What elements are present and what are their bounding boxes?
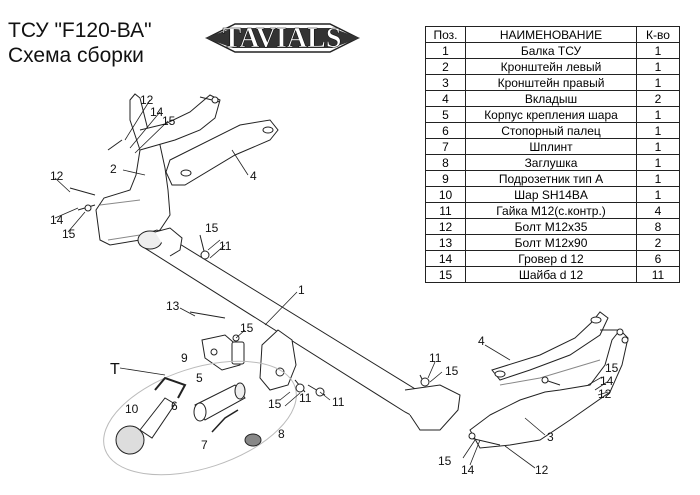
ball-housing (193, 382, 246, 422)
cell-name: Шар SH14BA (465, 186, 637, 203)
callout-10: 10 (125, 402, 139, 416)
ball-mount-bracket (259, 329, 297, 391)
callout-15-h: 15 (438, 454, 452, 468)
scheme-title: ТСУ "F120-ВА" (8, 19, 152, 42)
callout-2: 2 (110, 162, 117, 176)
callout-15-f: 15 (268, 397, 282, 411)
callout-4-right: 4 (478, 334, 485, 348)
callout-9: 9 (181, 351, 188, 365)
insert-left (165, 119, 279, 186)
callout-15-d: 15 (240, 321, 254, 335)
cell-qty: 1 (636, 170, 680, 187)
svg-text:TAVIALS: TAVIALS (223, 23, 342, 54)
callout-13: 13 (166, 299, 180, 313)
cotter-pin (211, 409, 239, 433)
callout-14-a: 14 (150, 105, 164, 119)
callout-14-c: 14 (600, 374, 614, 388)
cell-name: Балка ТСУ (465, 42, 637, 59)
cell-pos: 10 (425, 186, 466, 203)
callout-1: 1 (298, 283, 305, 297)
right-bracket (469, 329, 629, 449)
callout-15-b: 15 (62, 227, 76, 241)
callout-15-c: 15 (205, 221, 219, 235)
cell-pos: 14 (425, 250, 466, 267)
scheme-subtitle: Схема сборки (8, 44, 144, 67)
leader-lines (54, 99, 609, 469)
col-header-pos: Поз. (425, 26, 466, 43)
col-header-qty: К-во (636, 26, 680, 43)
callout-11-c: 11 (332, 395, 345, 409)
callout-12-a: 12 (140, 93, 154, 107)
callout-11-a: 11 (219, 239, 232, 253)
tow-ball (115, 397, 176, 455)
stopper-pin (154, 376, 187, 399)
insert-right (491, 311, 609, 381)
cell-name: Шплинт (465, 138, 637, 155)
cell-name: Болт М12х35 (465, 218, 637, 235)
callout-group-t: T (110, 361, 120, 378)
callout-5: 5 (196, 371, 203, 385)
parts-table-header: Поз. НАИМЕНОВАНИЕ К-во (425, 26, 680, 43)
callout-15-g: 15 (605, 361, 619, 375)
callout-8: 8 (278, 427, 285, 441)
plug (244, 433, 262, 447)
tow-beam (137, 227, 461, 431)
col-header-name: НАИМЕНОВАНИЕ (465, 26, 637, 43)
ball-assembly-group-outline (103, 360, 297, 476)
cell-pos: 15 (425, 266, 466, 283)
callout-15-a: 15 (162, 114, 176, 128)
cell-name: Шайба d 12 (465, 266, 637, 283)
callout-3: 3 (547, 430, 554, 444)
callout-12-c: 12 (598, 387, 612, 401)
cell-name: Стопорный палец (465, 122, 637, 139)
callout-12-b: 12 (50, 169, 64, 183)
callout-4-left: 4 (250, 169, 257, 183)
callout-7: 7 (201, 438, 208, 452)
callout-14-d: 14 (461, 463, 475, 477)
tavials-logo: TAVIALS (205, 23, 360, 54)
cell-name: Заглушка (465, 154, 637, 171)
callout-11-b: 11 (429, 351, 442, 365)
fasteners (69, 96, 629, 446)
callout-14-b: 14 (50, 213, 64, 227)
callout-15-e: 15 (445, 364, 459, 378)
cell-name: Вкладыш (465, 90, 637, 107)
cell-qty: 11 (636, 266, 680, 283)
cell-name: Кронштейн левый (465, 58, 637, 75)
callout-11-d: 11 (299, 391, 312, 405)
callout-12-d: 12 (535, 463, 549, 477)
callout-6: 6 (171, 399, 178, 413)
